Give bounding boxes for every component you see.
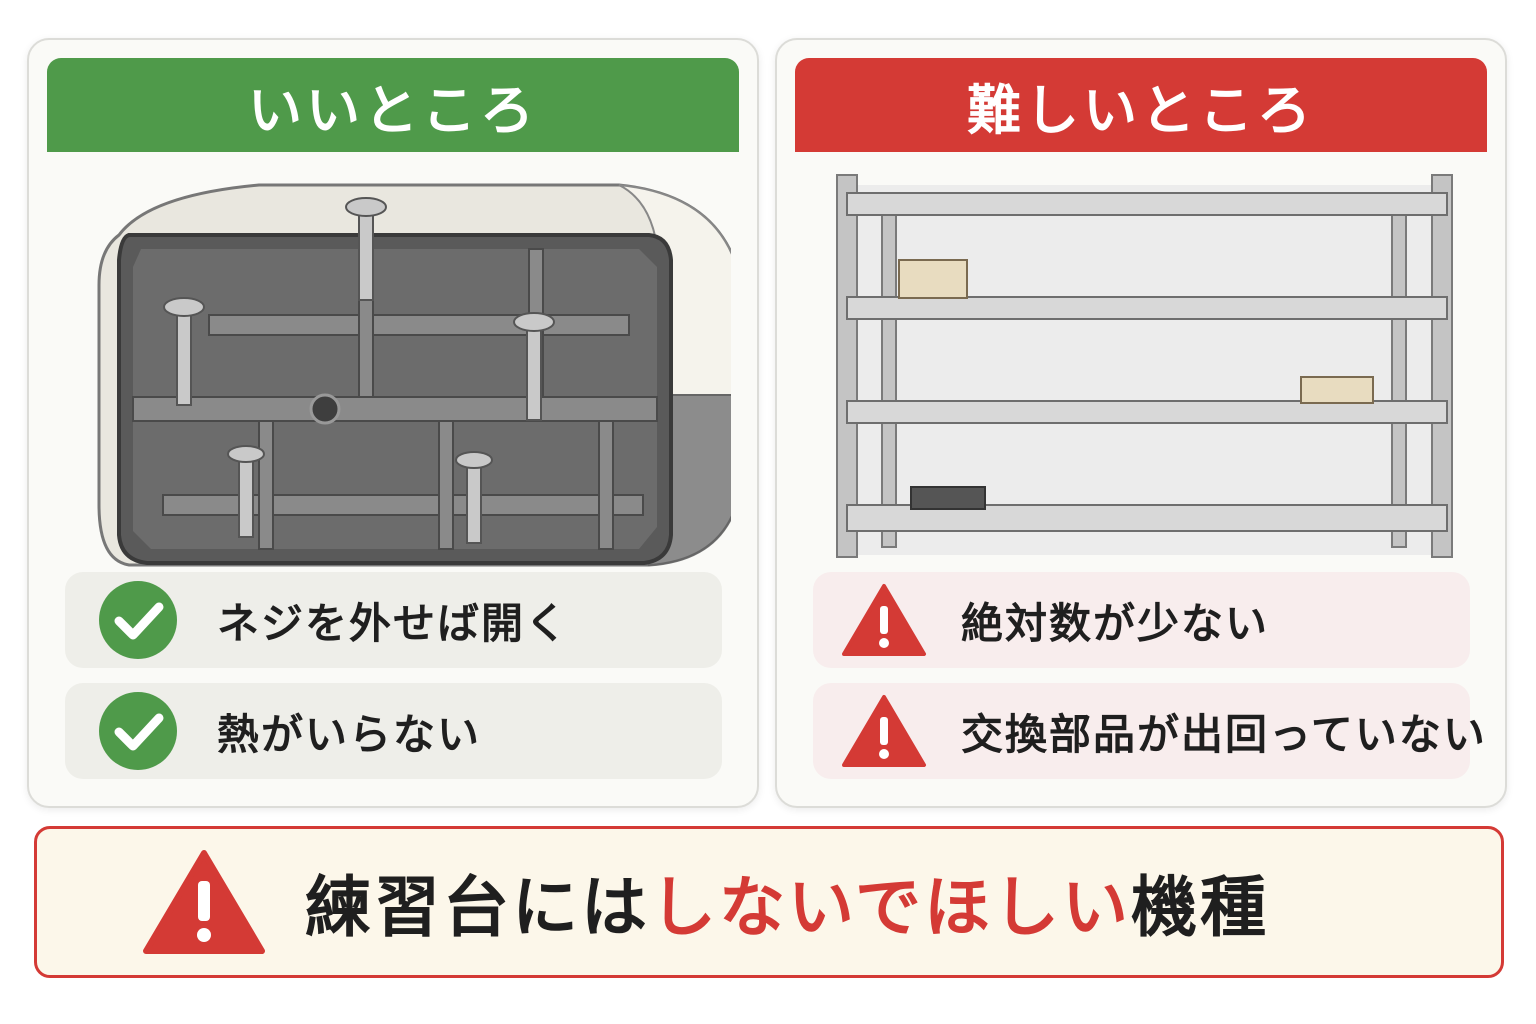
check-icon [99, 581, 177, 659]
con-item: 絶対数が少ない [813, 572, 1470, 668]
con-item: 交換部品が出回っていない [813, 683, 1485, 779]
empty-shelf-illustration [836, 174, 1453, 558]
warning-icon [842, 584, 926, 656]
cons-title: 難しいところ [795, 58, 1487, 152]
conclusion-text-emphasis: しないでほしい [650, 869, 1132, 946]
pro-item: ネジを外せば開く [65, 572, 722, 668]
pros-card: いいところ [27, 38, 759, 808]
con-item-text: 交換部品が出回っていない [961, 709, 1487, 759]
pro-item-text: ネジを外せば開く [217, 598, 570, 648]
pro-item-text: 熱がいらない [217, 709, 482, 759]
con-item-text: 絶対数が少ない [961, 598, 1270, 648]
pros-title: いいところ [47, 58, 739, 152]
cons-card: 難しいところ 絶対数が少ない [775, 38, 1507, 808]
device-cross-section-illustration [97, 183, 731, 567]
conclusion-text: 練習台にはしないでほしい機種 [305, 854, 1269, 950]
pro-item: 熱がいらない [65, 683, 722, 779]
check-icon [99, 692, 177, 770]
warning-icon [842, 695, 926, 767]
conclusion-text-before: 練習台には [305, 869, 650, 946]
conclusion-text-after: 機種 [1131, 869, 1270, 946]
warning-icon [143, 850, 265, 954]
conclusion-banner: 練習台にはしないでほしい機種 [34, 826, 1504, 978]
